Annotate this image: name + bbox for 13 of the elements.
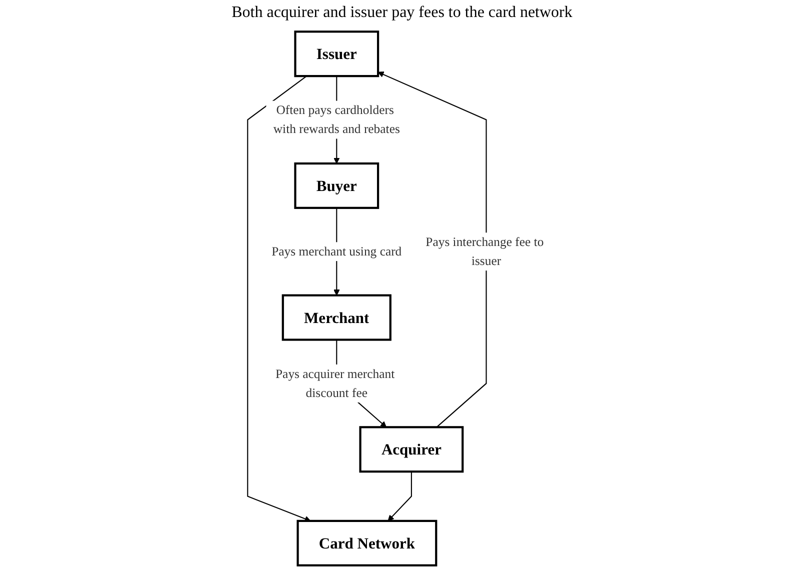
- edge-label: Pays acquirer merchant discount fee: [275, 366, 394, 400]
- note-text: Both acquirer and issuer pay fees to the card network: [232, 4, 572, 22]
- node-box: Merchant: [282, 294, 392, 341]
- node-box: Issuer: [294, 30, 379, 78]
- node-box: Card Network: [296, 520, 437, 566]
- edge-label: Pays interchange fee to issuer: [425, 234, 544, 268]
- arrow: [378, 72, 487, 428]
- edge-label: Pays merchant using card: [271, 244, 402, 258]
- edge-label: Often pays cardholders with rewards and rebates: [273, 102, 400, 136]
- node-box: Acquirer: [359, 426, 464, 473]
- node-box: Buyer: [294, 162, 379, 209]
- arrow: [246, 76, 311, 522]
- arrow: [388, 472, 412, 522]
